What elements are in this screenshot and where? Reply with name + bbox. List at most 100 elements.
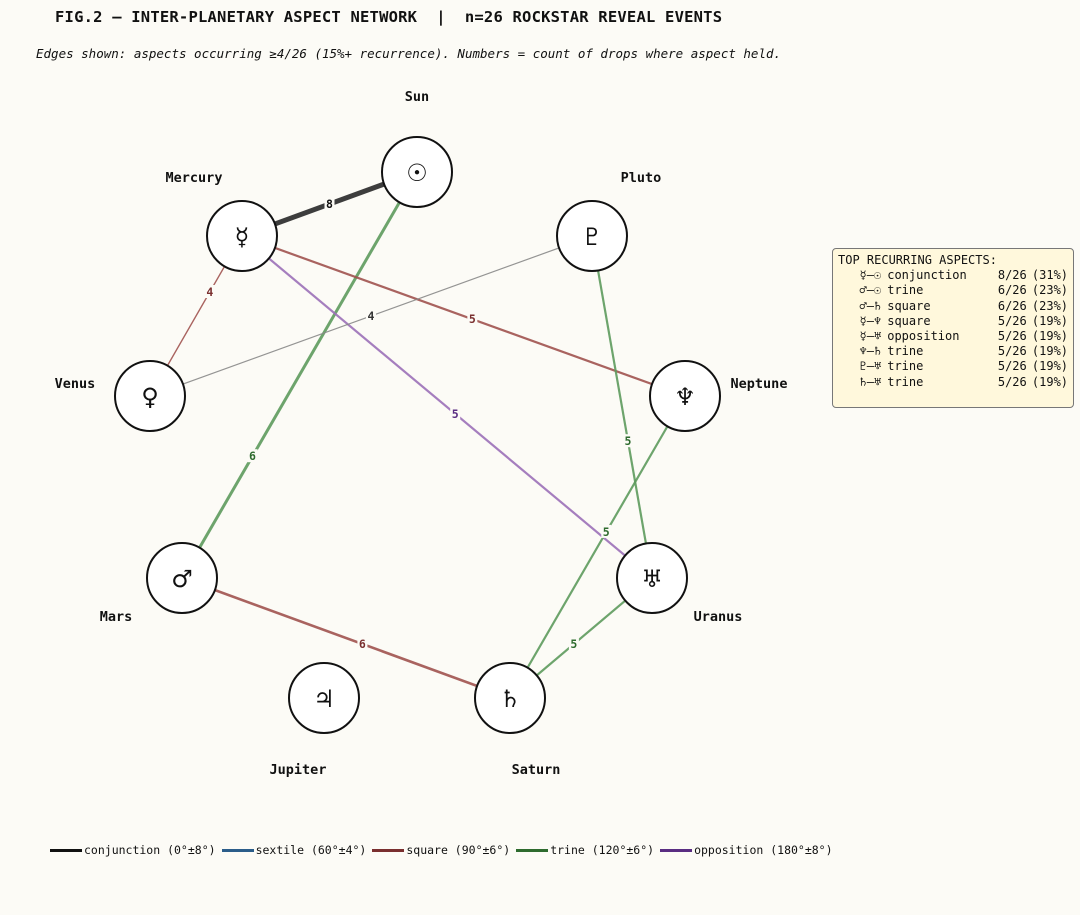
edge-count-label: 5: [469, 312, 476, 326]
planet-circle: [206, 200, 278, 272]
planet-circle: [381, 136, 453, 208]
top-aspect-pct: (19%): [1031, 313, 1069, 328]
pluto-icon: ♇: [581, 223, 603, 251]
planet-label-jupiter: Jupiter: [270, 762, 327, 778]
figure-subtitle: Edges shown: aspects occurring ≥4/26 (15…: [36, 46, 782, 61]
venus-icon: ♀: [141, 383, 159, 411]
legend-label: trine (120°±6°): [550, 843, 655, 857]
top-aspect-type: trine: [887, 359, 924, 374]
edge-count-label: 5: [452, 407, 459, 421]
planet-node-mars: ♂ Mars: [100, 542, 218, 625]
planet-node-pluto: ♇ Pluto: [556, 170, 662, 272]
top-aspect-pct: (19%): [1031, 344, 1069, 359]
top-aspect-pair: ♂—♄: [859, 298, 882, 313]
top-aspect-pct: (23%): [1031, 298, 1069, 313]
top-aspect-pair: ☿—☉: [859, 268, 882, 283]
edge-count-label: 6: [359, 637, 366, 651]
top-aspect-type: conjunction: [887, 268, 967, 283]
top-aspect-row: ♇—♅ trine 5/26 (19%): [838, 359, 1068, 374]
top-aspect-pct: (19%): [1031, 374, 1069, 389]
top-aspect-pct: (31%): [1031, 268, 1069, 283]
planet-circle: [616, 542, 688, 614]
top-aspect-pct: (19%): [1031, 359, 1069, 374]
legend-item-square: square (90°±6°): [372, 843, 510, 857]
edge-mercury-neptune: [241, 234, 686, 398]
edge-label-bg: [324, 197, 335, 210]
mercury-icon: ☿: [235, 223, 250, 251]
planet-label-mercury: Mercury: [166, 170, 223, 186]
planet-circle: [288, 662, 360, 734]
planet-label-mars: Mars: [100, 609, 133, 625]
planet-label-pluto: Pluto: [621, 170, 662, 186]
top-aspect-count: 6/26: [997, 298, 1027, 313]
top-aspect-count: 5/26: [997, 359, 1027, 374]
top-aspect-row: ♂—♄ square 6/26 (23%): [838, 299, 1068, 314]
edge-mercury-uranus: [241, 235, 653, 579]
planet-label-uranus: Uranus: [694, 609, 743, 625]
legend-swatch: [50, 848, 82, 852]
planet-node-jupiter: ♃Jupiter: [270, 662, 360, 778]
legend-swatch: [516, 848, 549, 852]
top-aspect-row: ♄—♅ trine 5/26 (19%): [838, 375, 1068, 390]
edge-pluto-uranus: [590, 235, 654, 579]
top-aspect-pct: (23%): [1031, 283, 1069, 298]
top-aspect-pair: ☿—♆: [859, 313, 882, 328]
uranus-icon: ♅: [641, 565, 663, 593]
planet-label-venus: Venus: [55, 376, 96, 392]
planet-node-venus: ♀ Venus: [55, 360, 186, 432]
planet-nodes-layer: ☉ Sun ☿ Mercury ♇ Pluto ♀ Venus ♆ Neptune ♂ Mars ♅ Ur…: [55, 89, 788, 778]
mars-icon: ♂: [171, 565, 193, 593]
top-aspect-type: trine: [887, 374, 924, 389]
edge-label-bg: [247, 449, 258, 463]
top-aspect-count: 5/26: [997, 344, 1027, 359]
legend-label: opposition (180°±8°): [694, 843, 833, 857]
planet-node-neptune: ♆ Neptune: [649, 360, 788, 432]
neptune-icon: ♆: [674, 383, 696, 411]
planet-circle: [146, 542, 218, 614]
planet-node-saturn: ♄Saturn: [474, 662, 560, 778]
edge-label-bg: [601, 524, 612, 538]
edge-label-bg: [467, 312, 478, 326]
edge-label-bg: [204, 285, 215, 298]
legend-item-opposition: opposition (180°±8°): [660, 843, 833, 857]
top-aspect-pair: ♇—♅: [859, 359, 882, 374]
edge-count-label: 4: [206, 285, 213, 299]
top-aspects-title: TOP RECURRING ASPECTS:: [838, 253, 997, 267]
sun-icon: ☉: [406, 159, 428, 187]
edge-label-bg: [366, 309, 376, 322]
top-aspect-count: 5/26: [997, 313, 1027, 328]
edge-count-label: 5: [603, 525, 610, 539]
planet-circle: [114, 360, 186, 432]
top-aspect-count: 5/26: [997, 374, 1027, 389]
top-aspect-type: square: [887, 298, 931, 313]
planet-label-neptune: Neptune: [731, 376, 788, 392]
edge-count-label: 6: [249, 449, 256, 463]
top-aspect-pair: ☿—♅: [859, 329, 882, 344]
planet-label-sun: Sun: [405, 89, 429, 105]
top-aspect-type: opposition: [887, 329, 960, 344]
figure-title: FIG.2 — INTER-PLANETARY ASPECT NETWORK |…: [55, 8, 723, 26]
top-aspect-pair: ♂—☉: [859, 283, 882, 298]
legend-item-trine: trine (120°±6°): [516, 843, 654, 857]
legend-item-sextile: sextile (60°±4°): [221, 843, 367, 857]
top-aspect-pair: ♄—♅: [859, 374, 882, 389]
top-aspect-count: 6/26: [997, 283, 1027, 298]
planet-node-mercury: ☿ Mercury: [166, 170, 278, 272]
edge-label-bg: [568, 637, 579, 650]
planet-circle: [474, 662, 546, 734]
legend-label: sextile (60°±4°): [255, 843, 367, 857]
legend-swatch: [660, 848, 693, 852]
edge-count-label: 4: [368, 309, 375, 323]
top-aspect-type: trine: [887, 344, 924, 359]
edge-mars-sun: [180, 171, 419, 579]
top-aspect-count: 5/26: [997, 329, 1027, 344]
planet-circle: [556, 200, 628, 272]
legend-item-conjunction: conjunction (0°±8°): [50, 843, 216, 857]
